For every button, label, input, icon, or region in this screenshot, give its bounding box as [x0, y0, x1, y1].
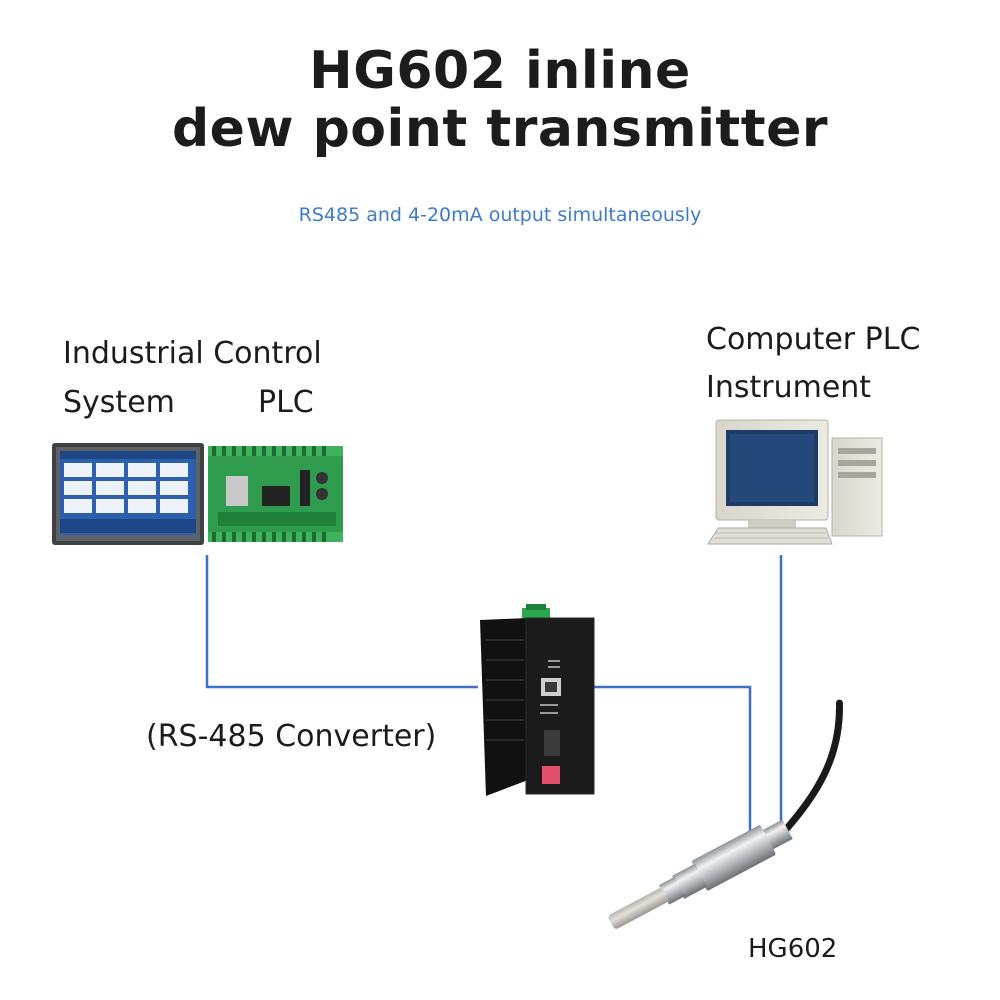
ics-label-line-1: Industrial Control [63, 336, 322, 371]
computer-label-line-2: Instrument [706, 370, 872, 405]
computer-icon [707, 419, 883, 545]
hmi-panel-icon [52, 443, 204, 545]
page-title: HG602 inline dew point transmitter [0, 42, 1000, 158]
wire-ics-to-converter [205, 555, 478, 689]
wire-converter-to-sensor [593, 685, 752, 845]
title-line-1: HG602 inline [309, 41, 691, 101]
hg602-sensor-icon [608, 699, 843, 929]
connection-wires [205, 555, 783, 845]
sensor-label: HG602 [748, 934, 838, 964]
computer-label-line-1: Computer PLC [706, 322, 921, 357]
rs485-converter-icon [480, 604, 595, 796]
converter-label: (RS-485 Converter) [146, 719, 437, 754]
title-line-2: dew point transmitter [171, 99, 829, 159]
ics-label-system: System [63, 385, 175, 420]
subtitle: RS485 and 4-20mA output simultaneously [298, 204, 702, 226]
plc-board-icon [208, 446, 343, 542]
ics-label-plc: PLC [258, 385, 314, 420]
